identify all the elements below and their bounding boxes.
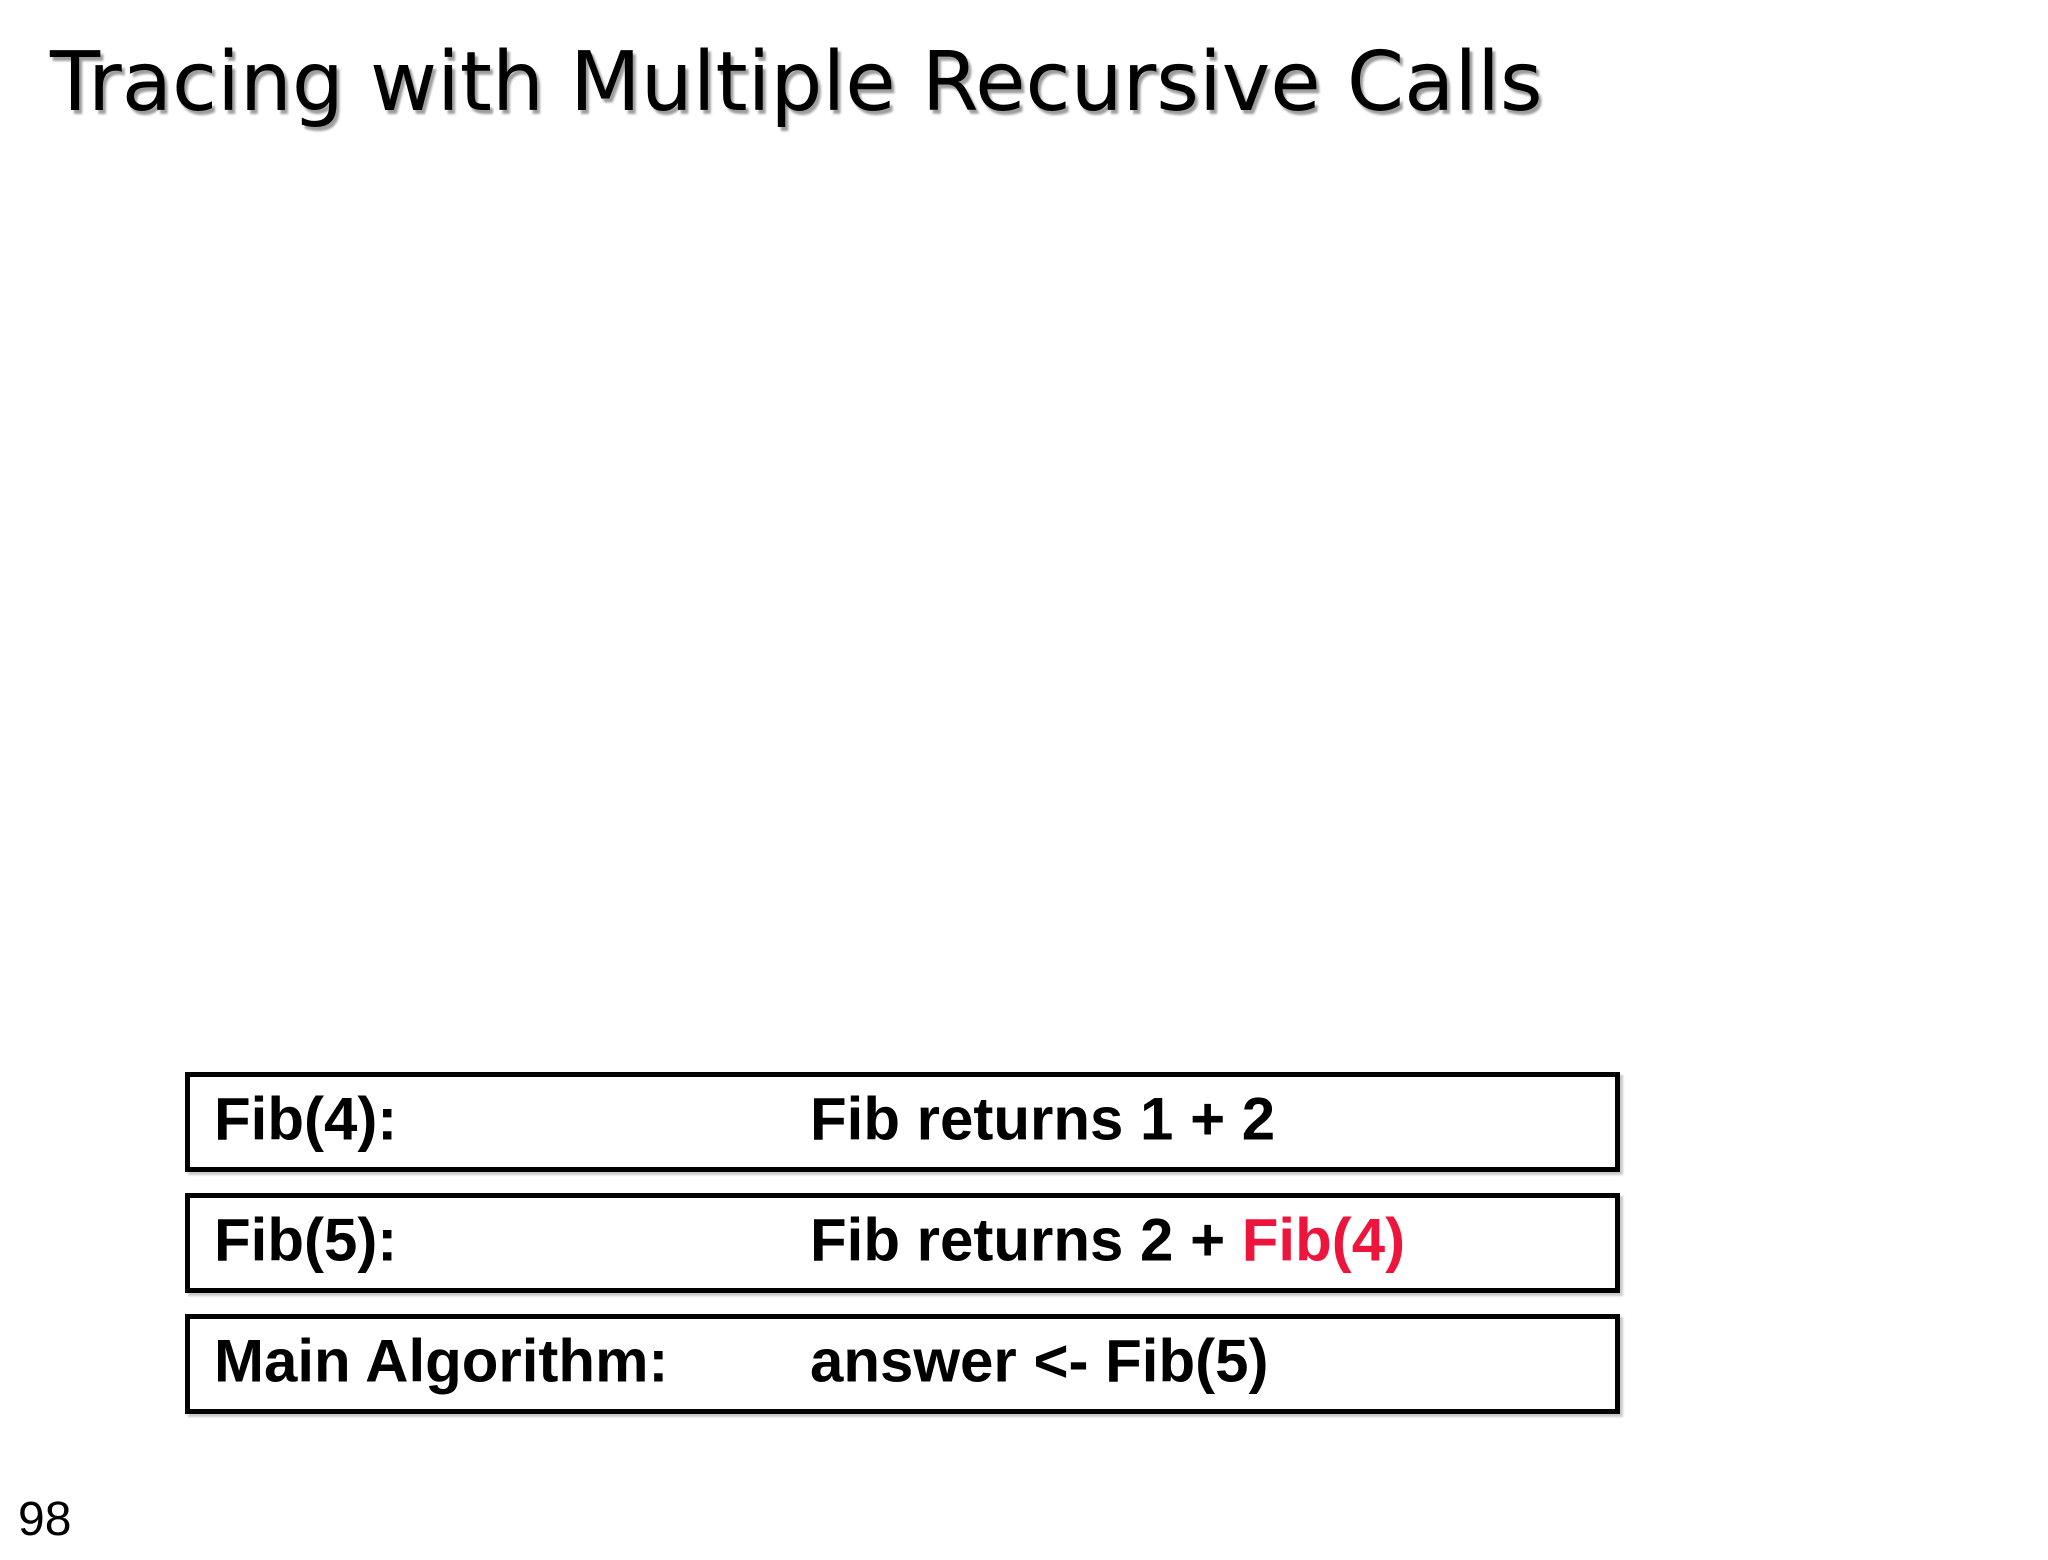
- frame-value-text: answer <- Fib(5): [810, 1327, 1269, 1395]
- frame-label: Fib(5):: [214, 1206, 398, 1274]
- frame-value-highlight: Fib(4): [1241, 1206, 1406, 1274]
- frame-value: answer <- Fib(5): [810, 1331, 1268, 1392]
- page-number: 98: [18, 1493, 72, 1546]
- frame-value-text: Fib returns 1 + 2: [810, 1085, 1276, 1153]
- slide-title: Tracing with Multiple Recursive Calls: [50, 35, 1543, 130]
- frame-value: Fib returns 2 + Fib(4): [810, 1210, 1405, 1271]
- frame-value: Fib returns 1 + 2: [810, 1089, 1275, 1150]
- stack-frame-fib4: Fib(4): Fib returns 1 + 2: [185, 1072, 1620, 1172]
- stack-frame-main-algorithm: Main Algorithm: answer <- Fib(5): [185, 1314, 1620, 1414]
- stack-frame-fib5: Fib(5): Fib returns 2 + Fib(4): [185, 1193, 1620, 1293]
- frame-label: Main Algorithm:: [214, 1327, 669, 1395]
- frame-value-text: Fib returns 2 +: [810, 1206, 1242, 1274]
- call-stack: Fib(4): Fib returns 1 + 2 Fib(5): Fib re…: [185, 1072, 1620, 1435]
- frame-label: Fib(4):: [214, 1085, 398, 1153]
